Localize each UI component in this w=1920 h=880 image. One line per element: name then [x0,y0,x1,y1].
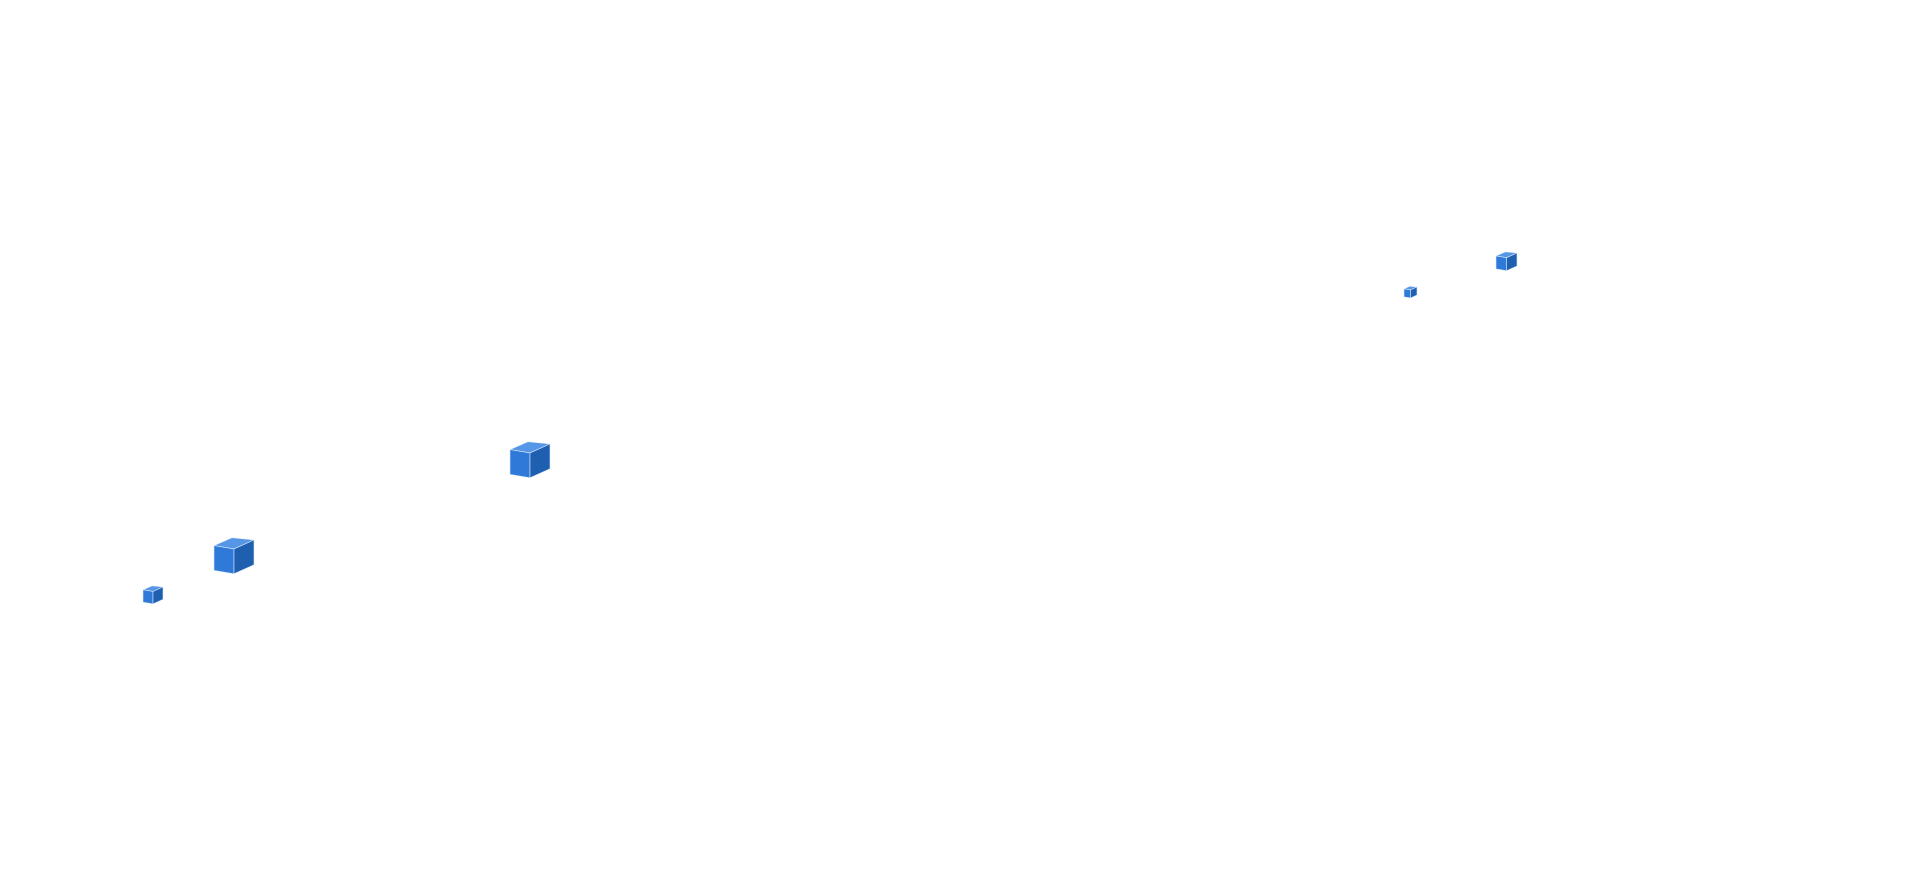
cube-front-face [1495,255,1507,272]
cube-side-face [1506,252,1518,272]
cube-icon [142,585,164,605]
cube-side-face [1410,286,1418,299]
cube-front-face [142,589,154,605]
cube-side-face [529,443,551,479]
cube-group [142,251,1518,605]
cube-side-face [233,539,255,575]
cube-icon [1495,251,1518,272]
cube-side-face [152,586,164,605]
cube-icon [509,441,551,479]
cube-front-face [509,449,531,479]
cube-icon [213,537,255,575]
cube-front-face [213,545,235,575]
cube-icon [1403,285,1418,299]
cube-front-face [1403,288,1411,299]
